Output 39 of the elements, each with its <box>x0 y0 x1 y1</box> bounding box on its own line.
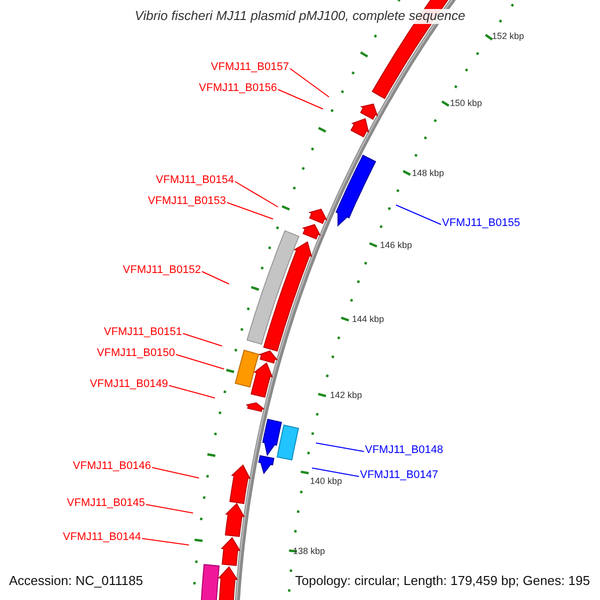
leader-line <box>316 442 364 452</box>
leader-line <box>182 333 222 346</box>
gene-label: VFMJ11_B0150 <box>96 347 175 360</box>
gene-label: VFMJ11_B0156 <box>198 82 277 95</box>
leader-line <box>396 204 442 225</box>
leader-line <box>152 467 200 478</box>
map-info-text: Topology: circular; Length: 179,459 bp; Genes: 195 <box>295 574 590 589</box>
leader-line <box>202 271 230 284</box>
gene-label: VFMJ11_B0146 <box>72 460 151 473</box>
title: Vibrio fischeri MJ11 plasmid pMJ100, complete sequence <box>132 9 468 24</box>
scale-label: 148 kbp <box>412 168 444 178</box>
gene-label: VFMJ11_B0152 <box>122 264 201 277</box>
gene-label: VFMJ11_B0151 <box>104 326 182 339</box>
gene-label: VFMJ11_B0153 <box>148 195 226 208</box>
scale-label: 142 kbp <box>330 390 362 400</box>
leader-line <box>234 181 278 208</box>
gene-label: VFMJ11_B0145 <box>66 497 145 510</box>
leader-line <box>142 538 190 546</box>
leader-line <box>312 468 360 477</box>
leader-line <box>176 354 224 370</box>
leader-line <box>226 202 274 220</box>
gene-label: VFMJ11_B0155 <box>442 217 520 230</box>
gene-label: VFMJ11_B0144 <box>62 531 141 544</box>
leader-line <box>168 385 216 398</box>
gene-label: VFMJ11_B0147 <box>360 469 438 482</box>
leader-line <box>290 68 330 98</box>
leader-line <box>146 504 194 514</box>
scale-label: 144 kbp <box>352 314 384 324</box>
scale-label: 138 kbp <box>293 546 326 556</box>
scale-label: 140 kbp <box>310 476 342 486</box>
scale-label: 150 kbp <box>450 98 482 108</box>
gene-label: VFMJ11_B0149 <box>90 378 168 391</box>
leader-line <box>278 89 324 110</box>
gene-label: VFMJ11_B0154 <box>156 174 234 187</box>
gene-label: VFMJ11_B0157 <box>210 61 289 74</box>
scale-label: 146 kbp <box>380 240 412 250</box>
gene-label: VFMJ11_B0148 <box>365 444 444 457</box>
map-info-text: Accession: NC_011185 <box>9 574 143 589</box>
scale-label: 152 kbp <box>492 31 524 42</box>
